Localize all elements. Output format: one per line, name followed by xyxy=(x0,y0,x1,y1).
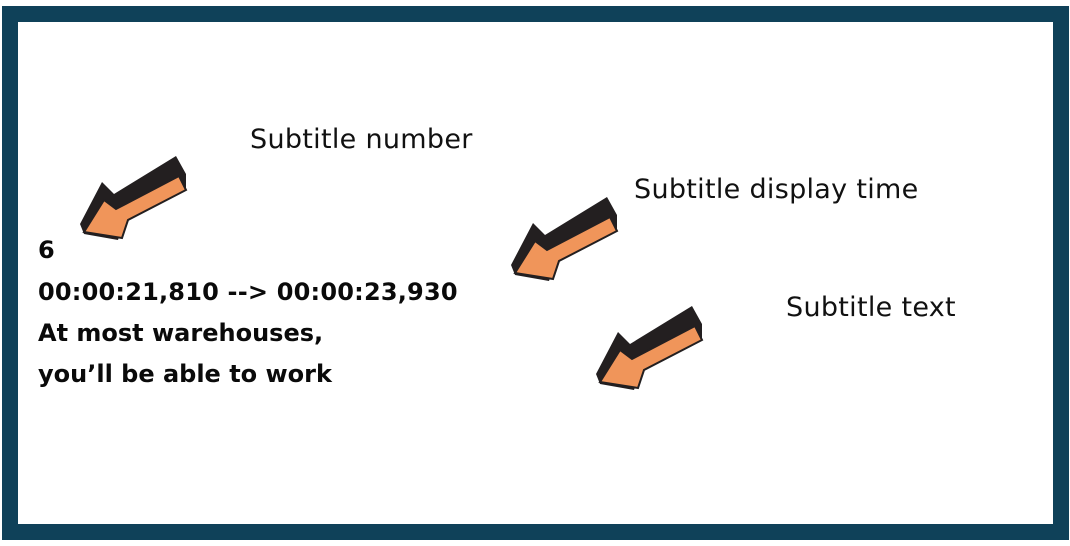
srt-text-line-1: At most warehouses, xyxy=(38,319,324,347)
label-subtitle-text: Subtitle text xyxy=(786,292,956,323)
srt-timecode: 00:00:21,810 --> 00:00:23,930 xyxy=(38,278,458,306)
label-subtitle-display-time: Subtitle display time xyxy=(634,174,919,205)
arrow-down-left-icon xyxy=(511,197,619,281)
srt-text-line-2: you’ll be able to work xyxy=(38,360,332,388)
srt-index: 6 xyxy=(38,236,55,264)
label-subtitle-number: Subtitle number xyxy=(250,124,473,155)
arrow-down-left-icon xyxy=(80,156,188,240)
arrow-down-left-icon xyxy=(596,306,704,390)
